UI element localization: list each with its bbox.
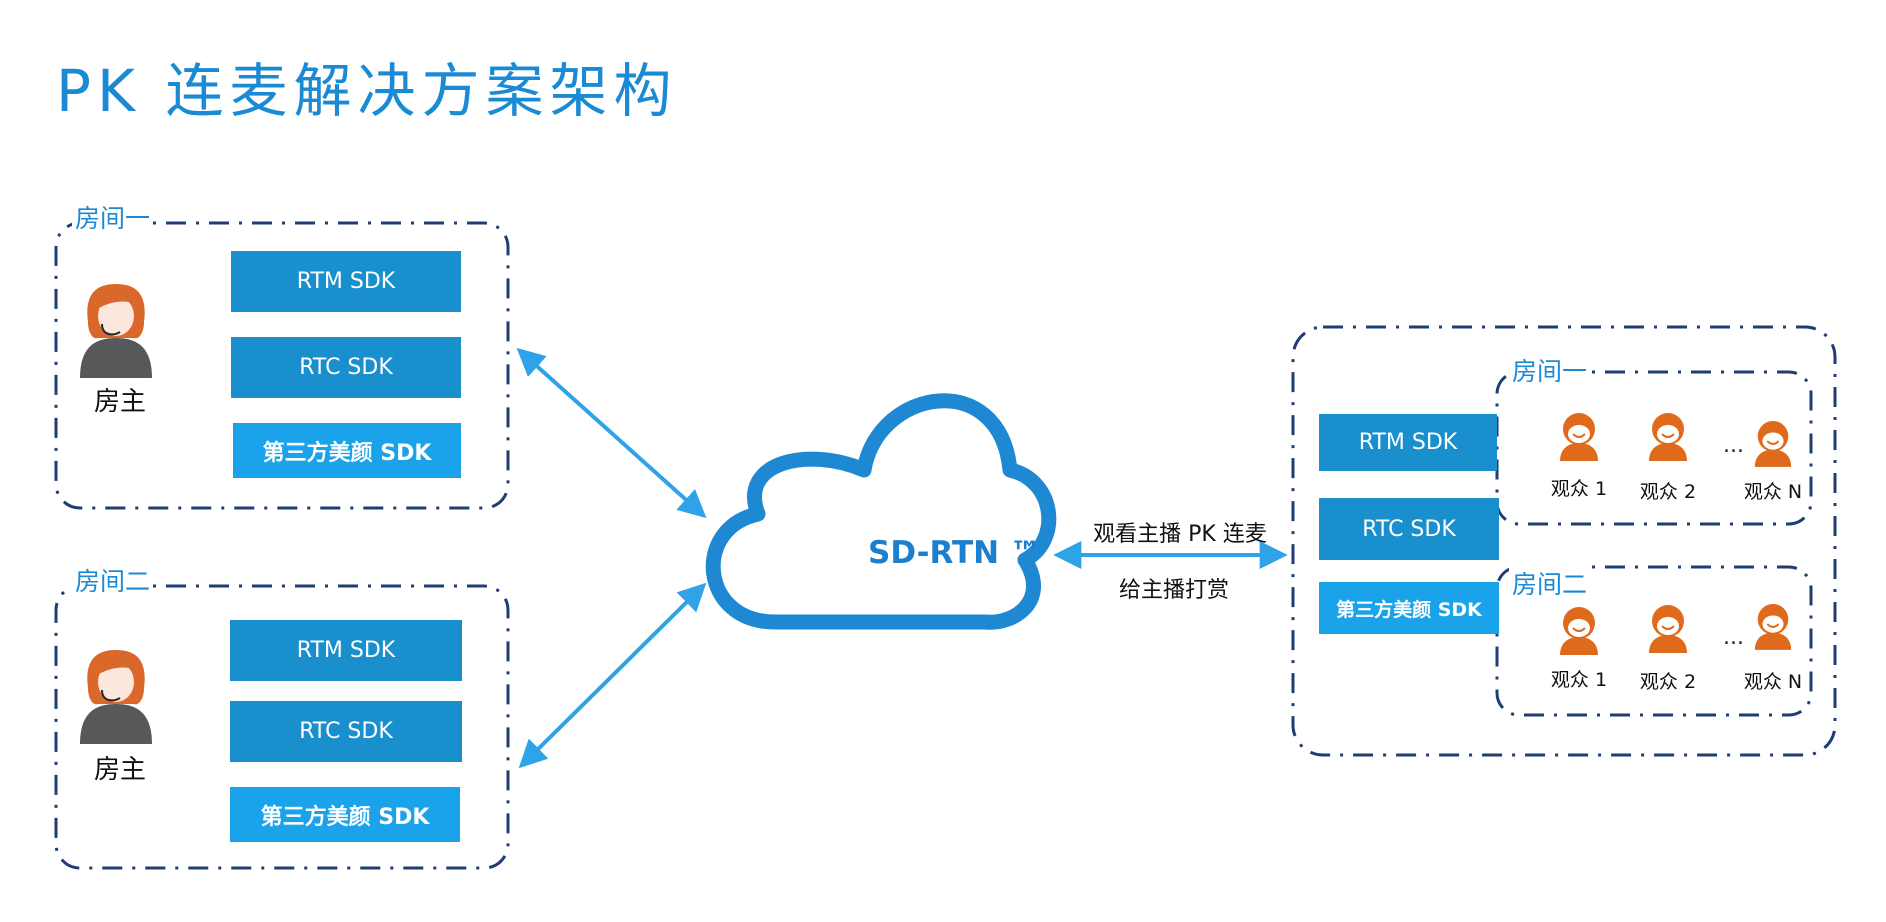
audience-label: 观众 2 (1639, 671, 1697, 693)
cloud-icon (705, 393, 1057, 630)
left-room-2-label: 房间二 (72, 562, 154, 598)
ellipsis: ... (1723, 625, 1744, 650)
cloud-label: SD-RTN ™ (868, 535, 1041, 571)
host-label: 房主 (93, 755, 146, 785)
audience-label: 观众 1 (1550, 669, 1608, 691)
rtc-sdk-block: RTC SDK (1319, 498, 1499, 560)
audience-label: 观众 N (1743, 671, 1803, 693)
rtm-sdk-block: RTM SDK (1319, 414, 1497, 471)
link-label-top: 观看主播 PK 连麦 (1093, 522, 1267, 547)
right-room-2-frame (1495, 565, 1813, 717)
page-title: PK 连麦解决方案架构 (56, 57, 678, 125)
right-room-1-frame (1495, 370, 1813, 526)
link-label-bottom: 给主播打赏 (1118, 578, 1229, 603)
left-room-2-frame (54, 584, 510, 870)
audience-avatar-icon (1754, 604, 1792, 650)
audience-avatar-icon (1649, 605, 1687, 653)
right-room-2-label: 房间二 (1509, 565, 1591, 601)
rtc-sdk-block: RTC SDK (230, 701, 462, 762)
rtc-sdk-block: RTC SDK (231, 337, 461, 398)
beauty-sdk-block: 第三方美颜 SDK (233, 423, 461, 478)
audience-avatar-icon (1560, 607, 1598, 655)
host-avatar-icon (80, 284, 152, 378)
audience-avatar-icon (1560, 413, 1598, 461)
arrow-room1-cloud (516, 347, 707, 519)
audience-label: 观众 1 (1550, 478, 1608, 500)
left-room-1-label: 房间一 (72, 199, 154, 235)
audience-label: 观众 N (1743, 481, 1803, 503)
beauty-sdk-block: 第三方美颜 SDK (1319, 582, 1499, 634)
ellipsis: ... (1723, 433, 1744, 458)
audience-label: 观众 2 (1639, 481, 1697, 503)
host-avatar-icon (80, 650, 152, 744)
rtm-sdk-block: RTM SDK (230, 620, 462, 681)
right-room-1-label: 房间一 (1509, 352, 1591, 388)
host-label: 房主 (93, 387, 146, 417)
rtm-sdk-block: RTM SDK (231, 251, 461, 312)
arrow-room2-cloud (518, 582, 707, 769)
audience-avatar-icon (1649, 413, 1687, 461)
left-room-1-frame (54, 221, 510, 510)
audience-avatar-icon (1754, 421, 1792, 467)
beauty-sdk-block: 第三方美颜 SDK (230, 787, 460, 842)
